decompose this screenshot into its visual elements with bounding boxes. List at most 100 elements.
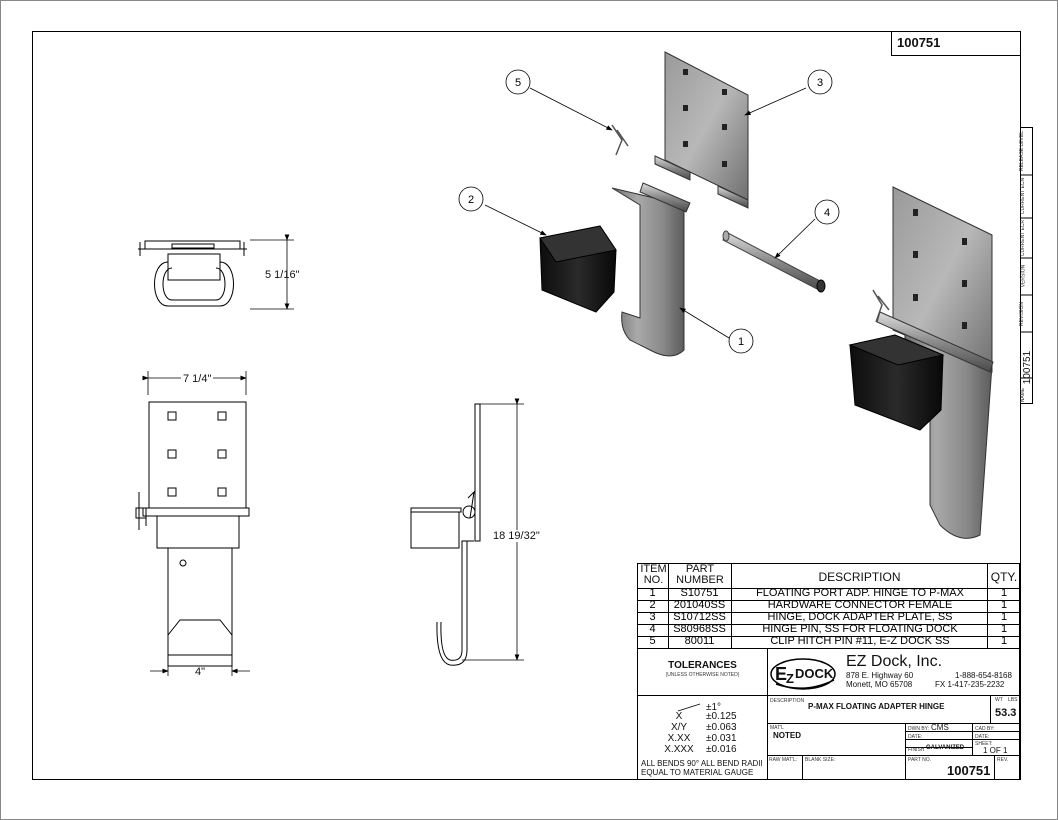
bom-cell-desc: HARDWARE CONNECTOR FEMALE — [767, 599, 953, 611]
tolerance-label: X — [675, 711, 683, 722]
balloon-circle — [814, 199, 840, 225]
balloon-number: 1 — [738, 336, 744, 348]
wt-label: WT — [995, 697, 1003, 703]
balloon-number: 5 — [515, 77, 521, 89]
bom-cell-part: S10751 — [680, 587, 719, 599]
tab-name-label: NAME — [1020, 387, 1027, 403]
bom-cell-qty: 1 — [1000, 623, 1008, 635]
bom-header-qty: QTY. — [990, 570, 1018, 584]
bom-header-item: ITEM NO. — [640, 563, 667, 586]
tab-revision: REVISION — [1018, 302, 1025, 326]
tolerance-value: ±0.031 — [706, 733, 737, 744]
tab-version: VERSION — [1020, 264, 1027, 288]
sheet-label: SHEET: — [975, 741, 993, 747]
balloon-number: 2 — [468, 194, 474, 206]
bom-cell-desc: HINGE, DOCK ADAPTER PLATE, SS — [767, 611, 953, 623]
bom-cell-qty: 1 — [1000, 611, 1008, 623]
balloon-4: 4 — [814, 199, 840, 225]
tab-current-ecn: CURRENT ECN — [1020, 177, 1027, 215]
material-value: NOTED — [773, 731, 801, 740]
weight-value: 53.3 — [995, 707, 1017, 719]
bom-cell-part: S10712SS — [673, 611, 726, 623]
lbs-label: LBS — [1008, 697, 1018, 703]
bom-header-part: PART NUMBER — [676, 563, 724, 586]
bom-cell-qty: 1 — [1000, 587, 1008, 599]
rev-label: REV. — [997, 757, 1009, 763]
bom-cell-part: 80011 — [684, 635, 715, 647]
bom-cell-item: 1 — [649, 587, 656, 599]
balloons: 1 2 3 4 5 — [458, 69, 840, 354]
logo-e: E — [775, 664, 788, 684]
tolerance-note-2: EQUAL TO MATERIAL GAUGE — [641, 768, 754, 777]
tolerance-label: X.XX — [667, 733, 691, 744]
tolerances-subtitle: (UNLESS OTHERWISE NOTED) — [665, 672, 740, 678]
bom-row: 2 201040SS HARDWARE CONNECTOR FEMALE 1 — [637, 599, 1020, 611]
raw-matl-label: RAW MAT'L: — [769, 757, 798, 763]
dim-side-height: 18 19/32" — [492, 530, 541, 542]
dwn-by-value: CMS — [931, 723, 949, 732]
bom-cell-qty: 1 — [1000, 599, 1008, 611]
tolerance-label: X.XXX — [664, 744, 694, 755]
bom-cell-part: 201040SS — [673, 599, 726, 611]
balloon-leaders — [484, 87, 816, 339]
part-no-label: PART NO. — [908, 757, 932, 763]
bom-row: 3 S10712SS HINGE, DOCK ADAPTER PLATE, SS 1 — [637, 611, 1020, 623]
balloon-circle — [505, 69, 531, 95]
balloon-circle — [458, 186, 484, 212]
company-fax: FX 1-417-235-2232 — [935, 680, 1005, 689]
part-no-value: 100751 — [947, 763, 991, 778]
tab-release-level: RELEASE LEVEL — [1019, 130, 1026, 172]
balloon-number: 4 — [824, 207, 830, 219]
cad-label: CAD BY: — [975, 726, 995, 732]
bom-cell-item: 5 — [649, 635, 656, 647]
sheet-value: 1 OF 1 — [983, 746, 1008, 755]
bom-cell-desc: CLIP HITCH PIN #11, E-Z DOCK SS — [770, 635, 950, 647]
tab-name-value: 100751 — [1022, 350, 1034, 385]
balloon-circle — [728, 328, 754, 354]
drawing-number-top: 100751 — [897, 35, 941, 50]
exploded-view — [539, 51, 994, 539]
bom-cell-item: 3 — [649, 611, 656, 623]
tolerance-value: ±0.016 — [706, 744, 737, 755]
tolerance-value: ±0.063 — [706, 722, 737, 733]
blank-size-label: BLANK SIZE: — [805, 757, 836, 763]
bom-cell-qty: 1 — [1000, 635, 1008, 647]
title-block-grid — [637, 648, 1020, 780]
company-name: EZ Dock, Inc. — [846, 653, 943, 670]
bom-header-desc: DESCRIPTION — [818, 570, 901, 584]
bom-cell-part: S80968SS — [673, 623, 726, 635]
balloon-5: 5 — [505, 69, 531, 95]
dim-bottom-width: 4" — [195, 666, 206, 678]
logo-dock: DOCK — [795, 666, 834, 681]
bom-cell-item: 2 — [649, 599, 656, 611]
tolerance-value: ±0.125 — [706, 711, 737, 722]
top-view — [138, 234, 294, 310]
date-label-2: DATE: — [975, 734, 990, 740]
balloon-circle — [807, 69, 833, 95]
dim-front-width: 7 1/4" — [181, 373, 214, 385]
finish-label: FINISH — [908, 747, 925, 753]
dim-top-height: 5 1/16" — [265, 269, 300, 281]
company-phone: 1-888-654-8168 — [955, 671, 1012, 680]
company-addr1: 878 E. Highway 60 — [846, 671, 914, 680]
tolerance-note-1: ALL BENDS 90° ALL BEND RADII — [641, 759, 763, 768]
dwn-label: DWN BY: — [908, 726, 930, 732]
ez-dock-logo — [770, 658, 836, 690]
drawing-description: P-MAX FLOATING ADAPTER HINGE — [808, 702, 945, 711]
company-addr2: Monett, MO 65708 — [846, 680, 913, 689]
balloon-3: 3 — [807, 69, 833, 95]
bom-row: 4 S80968SS HINGE PIN, SS FOR FLOATING DOCK… — [637, 623, 1020, 635]
balloon-number: 3 — [817, 77, 823, 89]
bom-row: 5 80011 CLIP HITCH PIN #11, E-Z DOCK SS 1 — [637, 635, 1020, 647]
tolerance-angle: ±1° — [706, 702, 722, 713]
desc-label: DESCRIPTION — [770, 698, 805, 704]
bom-cell-item: 4 — [649, 623, 656, 635]
date-label-1: DATE: — [908, 734, 923, 740]
tolerances-title: TOLERANCES — [668, 660, 737, 671]
front-view — [135, 371, 250, 676]
balloon-1: 1 — [728, 328, 754, 354]
bom-cell-desc: HINGE PIN, SS FOR FLOATING DOCK — [762, 623, 958, 635]
